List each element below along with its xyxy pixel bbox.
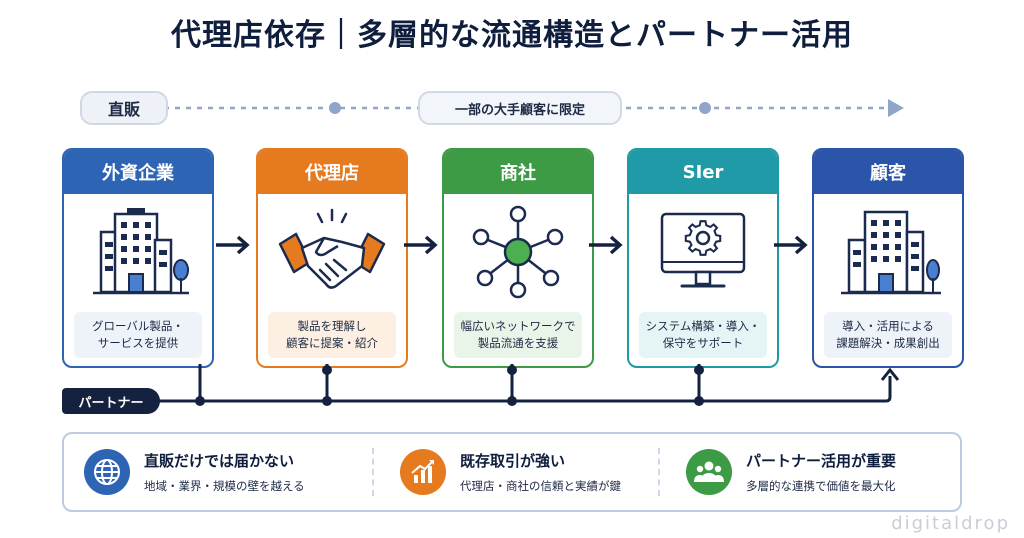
globe-icon (84, 449, 130, 495)
card-description: 導入・活用による 課題解決・成果創出 (824, 312, 952, 358)
growth-chart-icon (400, 449, 446, 495)
monitor-gear-icon (629, 202, 777, 302)
people-group-icon (686, 449, 732, 495)
partner-line (150, 364, 900, 406)
card-title: 商社 (444, 150, 592, 194)
card-description: 幅広いネットワークで 製品流通を支援 (454, 312, 582, 358)
card-sier: SIer システム構築・導入・ 保守をサポート (627, 148, 779, 368)
feature-item: 直販だけでは届かない 地域・業界・規模の壁を越える (84, 434, 305, 510)
flow-arrow-icon (404, 235, 438, 255)
flow-arrow-icon (216, 235, 250, 255)
office-building-icon (814, 202, 962, 302)
page-title: 代理店依存｜多層的な流通構造とパートナー活用 (171, 18, 853, 53)
card-description: システム構築・導入・ 保守をサポート (639, 312, 767, 358)
partner-label: パートナー (62, 388, 160, 414)
card-description: グローバル製品・ サービスを提供 (74, 312, 202, 358)
card-title: 顧客 (814, 150, 962, 194)
feature-item: パートナー活用が重要 多層的な連携で価値を最大化 (686, 434, 896, 510)
direct-sales-label: 直販 (107, 100, 140, 119)
card-trading-company: 商社 幅広いネットワークで 製品流通を支援 (442, 148, 594, 368)
feature-subtitle: 地域・業界・規模の壁を越える (144, 479, 305, 493)
handshake-icon (258, 202, 406, 302)
feature-subtitle: 多層的な連携で価値を最大化 (746, 479, 896, 493)
flow-arrow-icon (589, 235, 623, 255)
card-title: 外資企業 (64, 150, 212, 194)
flow-arrow-icon (774, 235, 808, 255)
direct-sales-note-text: 一部の大手顧客に限定 (454, 102, 585, 118)
feature-divider (372, 448, 374, 496)
feature-title: 直販だけでは届かない (144, 452, 295, 470)
feature-divider (658, 448, 660, 496)
feature-title: 既存取引が強い (460, 452, 566, 470)
office-building-icon (64, 202, 212, 302)
card-customer: 顧客 導入・活用による 課題解決・成果創出 (812, 148, 964, 368)
direct-sales-note: 一部の大手顧客に限定 (418, 91, 622, 125)
network-hub-icon (444, 202, 592, 302)
direct-sales-badge: 直販 (80, 91, 168, 125)
card-description: 製品を理解し 顧客に提案・紹介 (268, 312, 396, 358)
feature-panel: 直販だけでは届かない 地域・業界・規模の壁を越える 既存取引が強い 代理店・商社… (62, 432, 962, 512)
card-agency: 代理店 製品を理解し 顧客に提案・紹介 (256, 148, 408, 368)
feature-subtitle: 代理店・商社の信頼と実績が鍵 (460, 479, 621, 493)
card-foreign-company: 外資企業 グローバル製品・ サービスを提供 (62, 148, 214, 368)
watermark: digitaldrop (891, 513, 1010, 534)
card-title: 代理店 (258, 150, 406, 194)
feature-item: 既存取引が強い 代理店・商社の信頼と実績が鍵 (400, 434, 621, 510)
feature-title: パートナー活用が重要 (746, 452, 897, 470)
card-title: SIer (629, 150, 777, 194)
